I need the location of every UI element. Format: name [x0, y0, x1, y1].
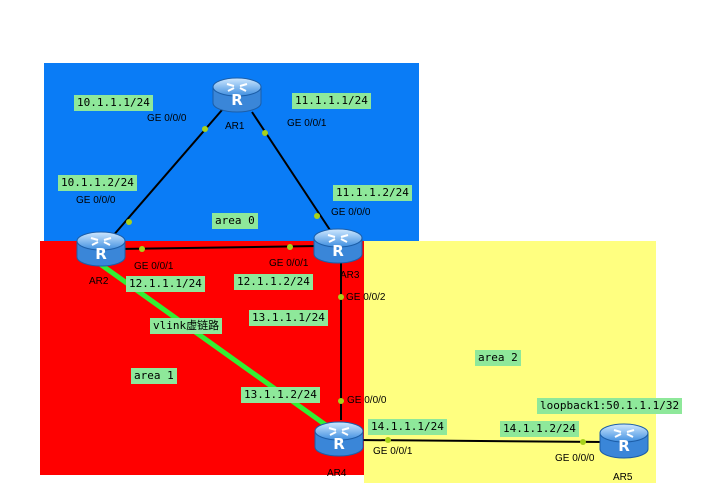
router-icon[interactable]	[76, 231, 126, 267]
ip-ar5-ge000: 14.1.1.2/24	[500, 421, 579, 437]
port-ar2-ge001: GE 0/0/1	[134, 261, 174, 272]
ip-ar3-ge001: 12.1.1.2/24	[234, 274, 313, 290]
port-dot	[580, 439, 586, 445]
router-name-ar3: AR3	[340, 270, 360, 281]
router-icon[interactable]	[212, 77, 262, 113]
ip-ar4-ge001: 14.1.1.1/24	[368, 419, 447, 435]
ip-ar2-ge000: 10.1.1.2/24	[58, 175, 137, 191]
link-ar4-ar5	[357, 439, 605, 443]
ip-ar5-loopback: loopback1:50.1.1.1/32	[537, 398, 683, 414]
router-icon[interactable]	[314, 421, 364, 457]
router-icon[interactable]	[599, 423, 649, 459]
port-ar3-ge001: GE 0/0/1	[269, 258, 309, 269]
area-1-label: area 1	[131, 368, 177, 384]
port-ar2-ge000: GE 0/0/0	[76, 195, 116, 206]
port-ar1-ge000: GE 0/0/0	[147, 113, 187, 124]
port-ar3-ge000: GE 0/0/0	[331, 207, 371, 218]
port-ar4-ge001: GE 0/0/1	[373, 446, 413, 457]
link-ar2-ar3	[117, 245, 319, 250]
router-name-ar4: AR4	[327, 468, 347, 479]
port-dot	[287, 244, 293, 250]
ip-ar1-ge000: 10.1.1.1/24	[74, 95, 153, 111]
port-ar1-ge001: GE 0/0/1	[287, 118, 327, 129]
port-dot	[139, 246, 145, 252]
ip-ar4-ge000: 13.1.1.2/24	[241, 387, 320, 403]
area-2-label: area 2	[475, 350, 521, 366]
router-name-ar2: AR2	[89, 276, 109, 287]
port-dot	[338, 398, 344, 404]
ip-ar2-ge001: 12.1.1.1/24	[126, 276, 205, 292]
ip-ar3-ge000: 11.1.1.2/24	[333, 185, 412, 201]
ip-ar1-ge001: 11.1.1.1/24	[292, 93, 371, 109]
router-name-ar5: AR5	[613, 472, 633, 483]
port-dot	[314, 213, 320, 219]
vlink-label: vlink虚链路	[150, 318, 223, 334]
port-dot	[202, 126, 208, 132]
port-ar4-ge000: GE 0/0/0	[347, 395, 387, 406]
router-name-ar1: AR1	[225, 121, 245, 132]
router-icon[interactable]	[313, 228, 363, 264]
port-dot	[385, 437, 391, 443]
port-dot	[126, 219, 132, 225]
ip-ar3-ge002: 13.1.1.1/24	[249, 310, 328, 326]
port-ar3-ge002: GE 0/0/2	[346, 292, 386, 303]
area-0-label: area 0	[212, 213, 258, 229]
port-ar5-ge000: GE 0/0/0	[555, 453, 595, 464]
port-dot	[262, 130, 268, 136]
port-dot	[338, 294, 344, 300]
